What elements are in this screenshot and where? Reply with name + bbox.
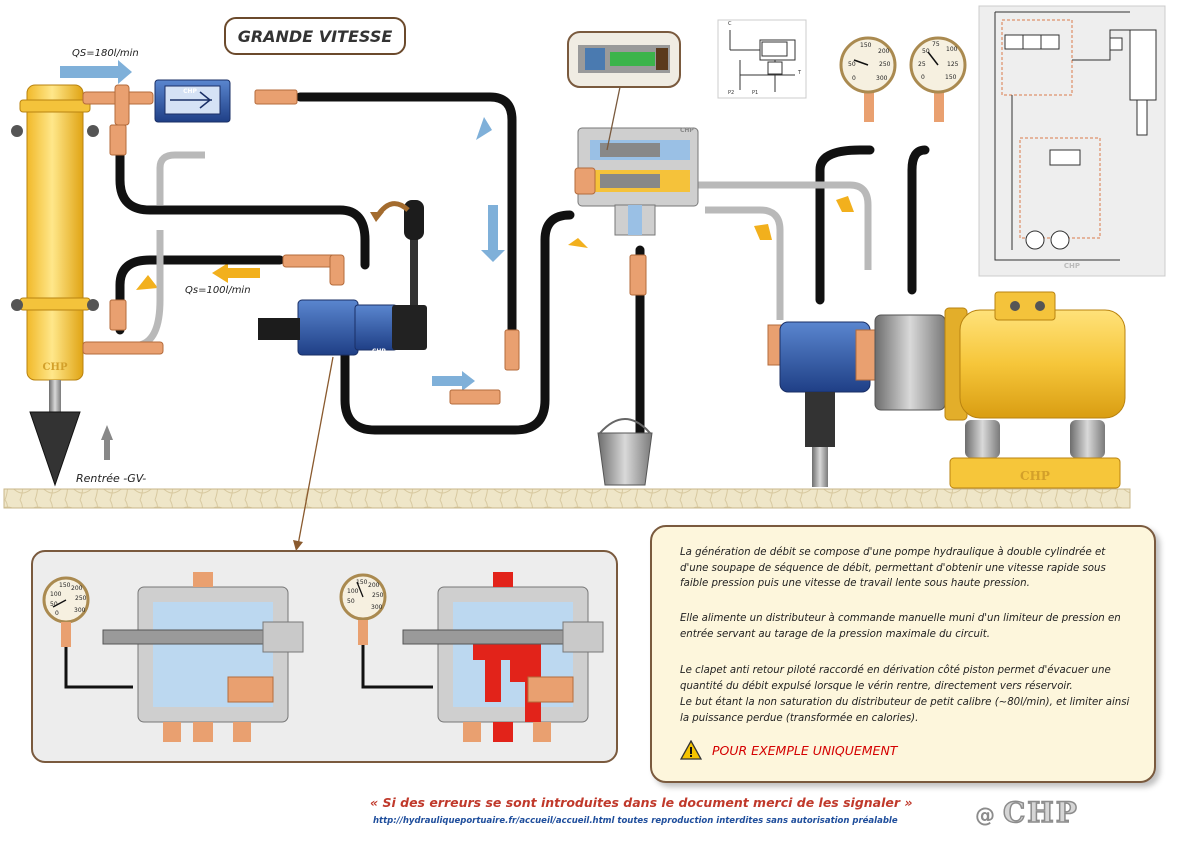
footer-quote: « Si des erreurs se sont introduites dan… (370, 795, 913, 810)
sequence-valve-schematic: C P2 P1 T (717, 19, 807, 99)
gauge-tick: 0 (921, 74, 925, 81)
cylinder-brand-label: CHP (43, 362, 68, 373)
bucket (597, 418, 653, 486)
hydraulic-cylinder: CHP (11, 84, 99, 487)
return-arrow-icon (754, 224, 772, 240)
gauge-tick: 75 (932, 41, 940, 48)
gauge-tick: 125 (947, 61, 959, 68)
flow-control-valve: CHP (154, 79, 231, 123)
gauge-tick: 300 (876, 75, 888, 82)
distributor-detail-graphic: 150 200 100 250 50 300 0 150 20 (42, 572, 604, 742)
directional-valve: CHP (258, 200, 427, 356)
block-brand-label: CHP (680, 127, 694, 134)
gauge-tick: 250 (879, 61, 891, 68)
description-box: La génération de débit se compose d'une … (650, 525, 1156, 783)
flow-arrow-icon (476, 117, 492, 140)
distributor-detail-panel: 150 200 100 250 50 300 0 150 20 (31, 550, 618, 763)
description-paragraph-4: Le but étant la non saturation du distri… (680, 697, 1130, 724)
flow-rate-top-label: QS=180l/min (72, 48, 139, 59)
schematic-label-p1: P1 (752, 90, 758, 96)
pump-motor-unit: CHP (767, 291, 1126, 489)
distributor-section-pressurized (402, 572, 604, 742)
warning-triangle-icon (680, 740, 702, 760)
floor (3, 488, 1131, 509)
return-arrow-icon (836, 196, 854, 212)
hose-sleeve (629, 254, 647, 296)
gauge-tick: 50 (848, 61, 856, 68)
footer-brand: CHP (1002, 795, 1079, 830)
distributor-section-neutral (102, 572, 304, 742)
gauge-tick: 0 (55, 610, 59, 617)
description-paragraph-1: La génération de débit se compose d'une … (680, 547, 1106, 589)
lever-arrow-icon (370, 212, 384, 222)
gauge-tick: 150 (945, 74, 957, 81)
hose-sleeve (504, 329, 520, 371)
description-paragraph-2: Elle alimente un distributeur à commande… (680, 613, 1121, 640)
gauge-tick: 150 (356, 579, 368, 586)
gauge-tick: 200 (878, 48, 890, 55)
footer-logo: @ CHP (975, 795, 1079, 830)
return-arrow-icon (212, 263, 260, 283)
return-arrow-icon (568, 238, 588, 248)
hose-sleeve (109, 299, 127, 331)
detail-gauge-left: 150 200 100 250 50 300 0 (42, 576, 133, 689)
retraction-arrow-icon (101, 425, 113, 460)
sequence-valve-block: CHP (574, 127, 699, 236)
copper-fittings (82, 84, 345, 355)
gauge-tick: 250 (372, 592, 384, 599)
gauge-tick: 25 (918, 61, 926, 68)
flow-arrow-icon (60, 60, 132, 84)
hose-sleeve (254, 89, 298, 105)
gauge-tick: 100 (50, 591, 62, 598)
gauge-tick: 300 (74, 607, 86, 614)
gauge-tick: 300 (371, 604, 383, 611)
pressure-gauge-right: 75 100 50 25 125 0 150 (909, 36, 967, 122)
valve-detail-magnifier (567, 31, 681, 151)
valve-brand-label: CHP (372, 348, 386, 355)
page-title: GRANDE VITESSE (224, 17, 406, 55)
flow-arrow-icon (481, 205, 505, 262)
gauge-tick: 50 (347, 598, 355, 605)
gauge-tick: 150 (860, 42, 872, 49)
footer-at-symbol: @ (975, 803, 995, 827)
hose-sleeve (449, 389, 501, 405)
gauge-tick: 50 (50, 601, 58, 608)
flow-arrow-icon (432, 371, 475, 391)
valve-brand-label: CHP (183, 88, 197, 95)
schematic-brand-label: CHP (1064, 262, 1080, 270)
footer-url: http://hydrauliqueportuaire.fr/accueil/a… (373, 816, 898, 826)
description-paragraph-3: Le clapet anti retour piloté raccordé en… (680, 665, 1111, 692)
retraction-label: Rentrée -GV- (76, 472, 147, 485)
schematic-label-c: C (728, 21, 732, 27)
return-arrow-icon (136, 275, 158, 290)
circuit-schematic: CHP (978, 5, 1166, 277)
pressure-gauge-left: 150 200 50 250 0 300 (839, 36, 897, 122)
warning-notice: POUR EXEMPLE UNIQUEMENT (680, 740, 897, 760)
motor-brand-label: CHP (1020, 469, 1050, 483)
steel-pipes (138, 151, 872, 485)
gauge-tick: 0 (852, 75, 856, 82)
schematic-label-p2: P2 (728, 90, 734, 96)
gauge-tick: 50 (922, 48, 930, 55)
warning-text: POUR EXEMPLE UNIQUEMENT (712, 742, 898, 758)
schematic-label-t: T (797, 70, 802, 76)
gauge-tick: 100 (347, 588, 359, 595)
hoses (115, 92, 930, 460)
gauge-tick: 200 (71, 585, 83, 592)
gauge-tick: 200 (368, 582, 380, 589)
flow-rate-mid-label: Qs=100l/min (185, 285, 251, 296)
gauge-tick: 150 (59, 582, 71, 589)
hose-sleeve (109, 124, 127, 156)
gauge-tick: 250 (75, 595, 87, 602)
detail-gauge-right: 150 200 100 250 50 300 (339, 573, 433, 689)
gauge-tick: 100 (946, 46, 958, 53)
